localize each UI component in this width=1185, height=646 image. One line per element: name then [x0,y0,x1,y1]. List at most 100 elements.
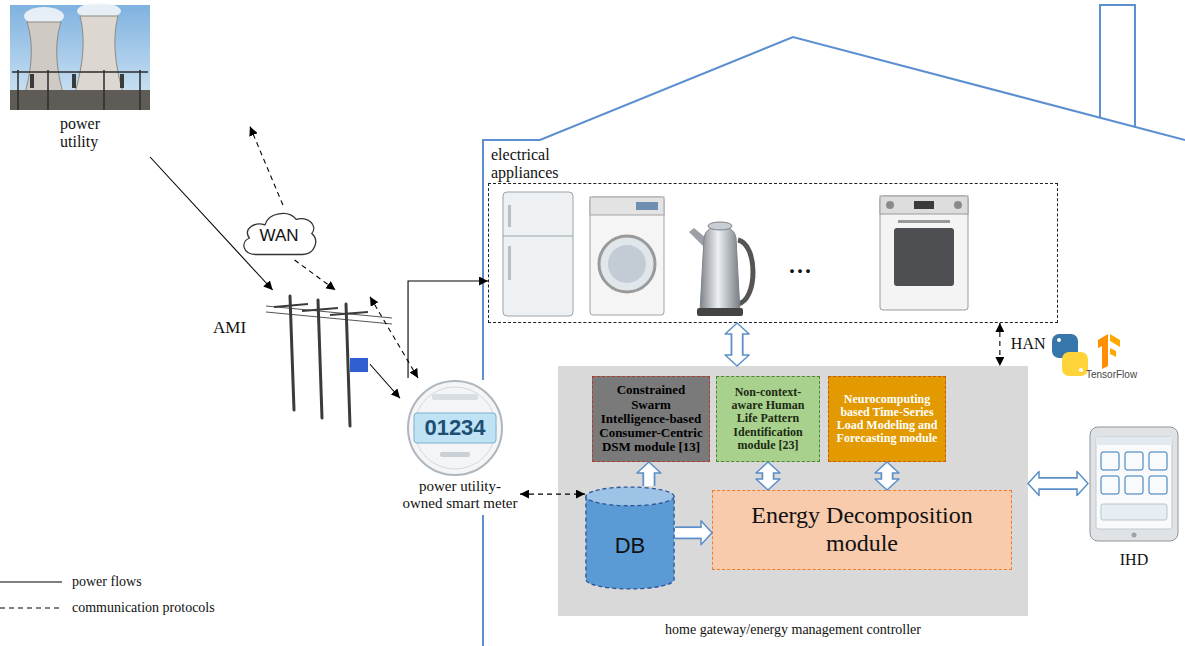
kettle [689,222,753,316]
solid-connector [370,364,400,398]
energy-decomposition-module: Energy Decomposition module [712,490,1012,570]
block-arrow-head [875,462,899,473]
module-label: Energy Decomposition module [723,502,1001,557]
refrigerator [503,192,573,316]
dashed-connector [295,260,336,290]
block-arrow [725,323,749,366]
ihd-caption: IHD [1088,551,1180,569]
kettle-body [700,226,740,312]
washing-machine [590,197,664,315]
block-arrow-outline [642,473,655,486]
pole [318,300,322,418]
block-arrow-fill [732,332,742,358]
python-eye [1057,338,1061,342]
pole-wire [266,312,392,324]
power-flow-line [408,281,488,378]
washer-display [636,202,658,210]
meter-body [408,381,502,475]
smart-meter-device [408,381,502,475]
power-flow-line [370,364,400,398]
communication-link [520,494,585,495]
cloud-shape [244,213,316,254]
legend-line [0,607,62,608]
communication-link [250,127,283,205]
module-label: Constrained Swarm Intelligence-based Con… [597,383,705,454]
gantry-post [139,70,141,110]
panel-caption: home gateway/energy management controlle… [558,622,1028,638]
cloud-label: WAN [259,220,298,246]
legend-sample [0,608,62,609]
app-tile [1125,476,1143,494]
block-arrow-fill [675,528,704,538]
block-arrow-head [875,479,899,490]
oven-display [914,201,934,209]
tensorflow-logo [1098,334,1120,369]
power-plant-photo [10,3,150,110]
block-arrow-outline [762,473,775,479]
module-label: Neurocomputing based Time-Series Load Mo… [833,393,941,446]
oven-knob [954,201,962,209]
sky [10,5,150,110]
meter-detail [432,394,478,400]
cylinder-top [586,487,674,506]
solid-connector [408,281,488,378]
insulator [72,74,76,88]
pole-transformer [350,358,368,372]
gantry-beam [12,71,148,73]
meter-detail [440,452,470,457]
python-logo [1052,334,1088,376]
gantry-post [47,70,49,110]
communication-link [999,323,1000,366]
house-wall [482,515,484,646]
fridge-handle [508,205,511,227]
status-bar [1096,437,1172,445]
ami-caption: AMI [213,318,246,338]
tablet-screen [1096,437,1172,529]
block-arrow [637,462,661,486]
block-arrow [756,462,780,490]
oven [880,196,968,310]
oven-window [894,228,954,286]
kettle-base [697,308,743,316]
block-arrow [875,462,899,490]
block-arrow-head [701,521,712,545]
legend-line [0,581,62,582]
appliances-group: electrical appliances [488,183,1058,323]
power-flow-line [150,157,273,290]
solid-connector [150,157,273,290]
power-utility-node: power utility [8,5,250,157]
plant-caption: power utility [60,115,124,152]
communication-link [295,260,336,290]
block-arrow-fill [763,471,773,482]
pole [290,296,294,410]
kettle-lid [708,222,732,230]
tf-shape [1098,334,1108,369]
ihd-tablet [1090,427,1178,541]
ellipsis-label: ... [788,246,812,278]
tablet-body [1090,427,1178,541]
block-arrow-fill [882,471,892,482]
gantry-post [103,70,105,110]
oven-body [880,196,968,310]
block-arrow-head [1077,472,1088,496]
block-arrow-outline [881,473,894,479]
db-label: DB [615,517,646,559]
fridge-split [503,236,573,237]
ihd-node: IHD [1088,425,1180,543]
block-arrow-outline [731,334,744,355]
cooling-tower [74,16,124,96]
cylinder-body [586,496,674,589]
oven-panel [880,196,968,214]
gateway-panel: home gateway/energy management controlle… [558,366,1028,616]
dashed-connector [520,494,585,495]
python-eye [1079,368,1083,372]
house-wall-roof [483,37,1185,380]
dashed-connector [999,323,1000,366]
forecast-module: Neurocomputing based Time-Series Load Mo… [828,376,946,462]
insulator [120,74,124,88]
meter-ring [414,387,496,469]
crossarm [330,312,368,315]
washer-glass [608,245,646,283]
home-button [1132,533,1137,538]
